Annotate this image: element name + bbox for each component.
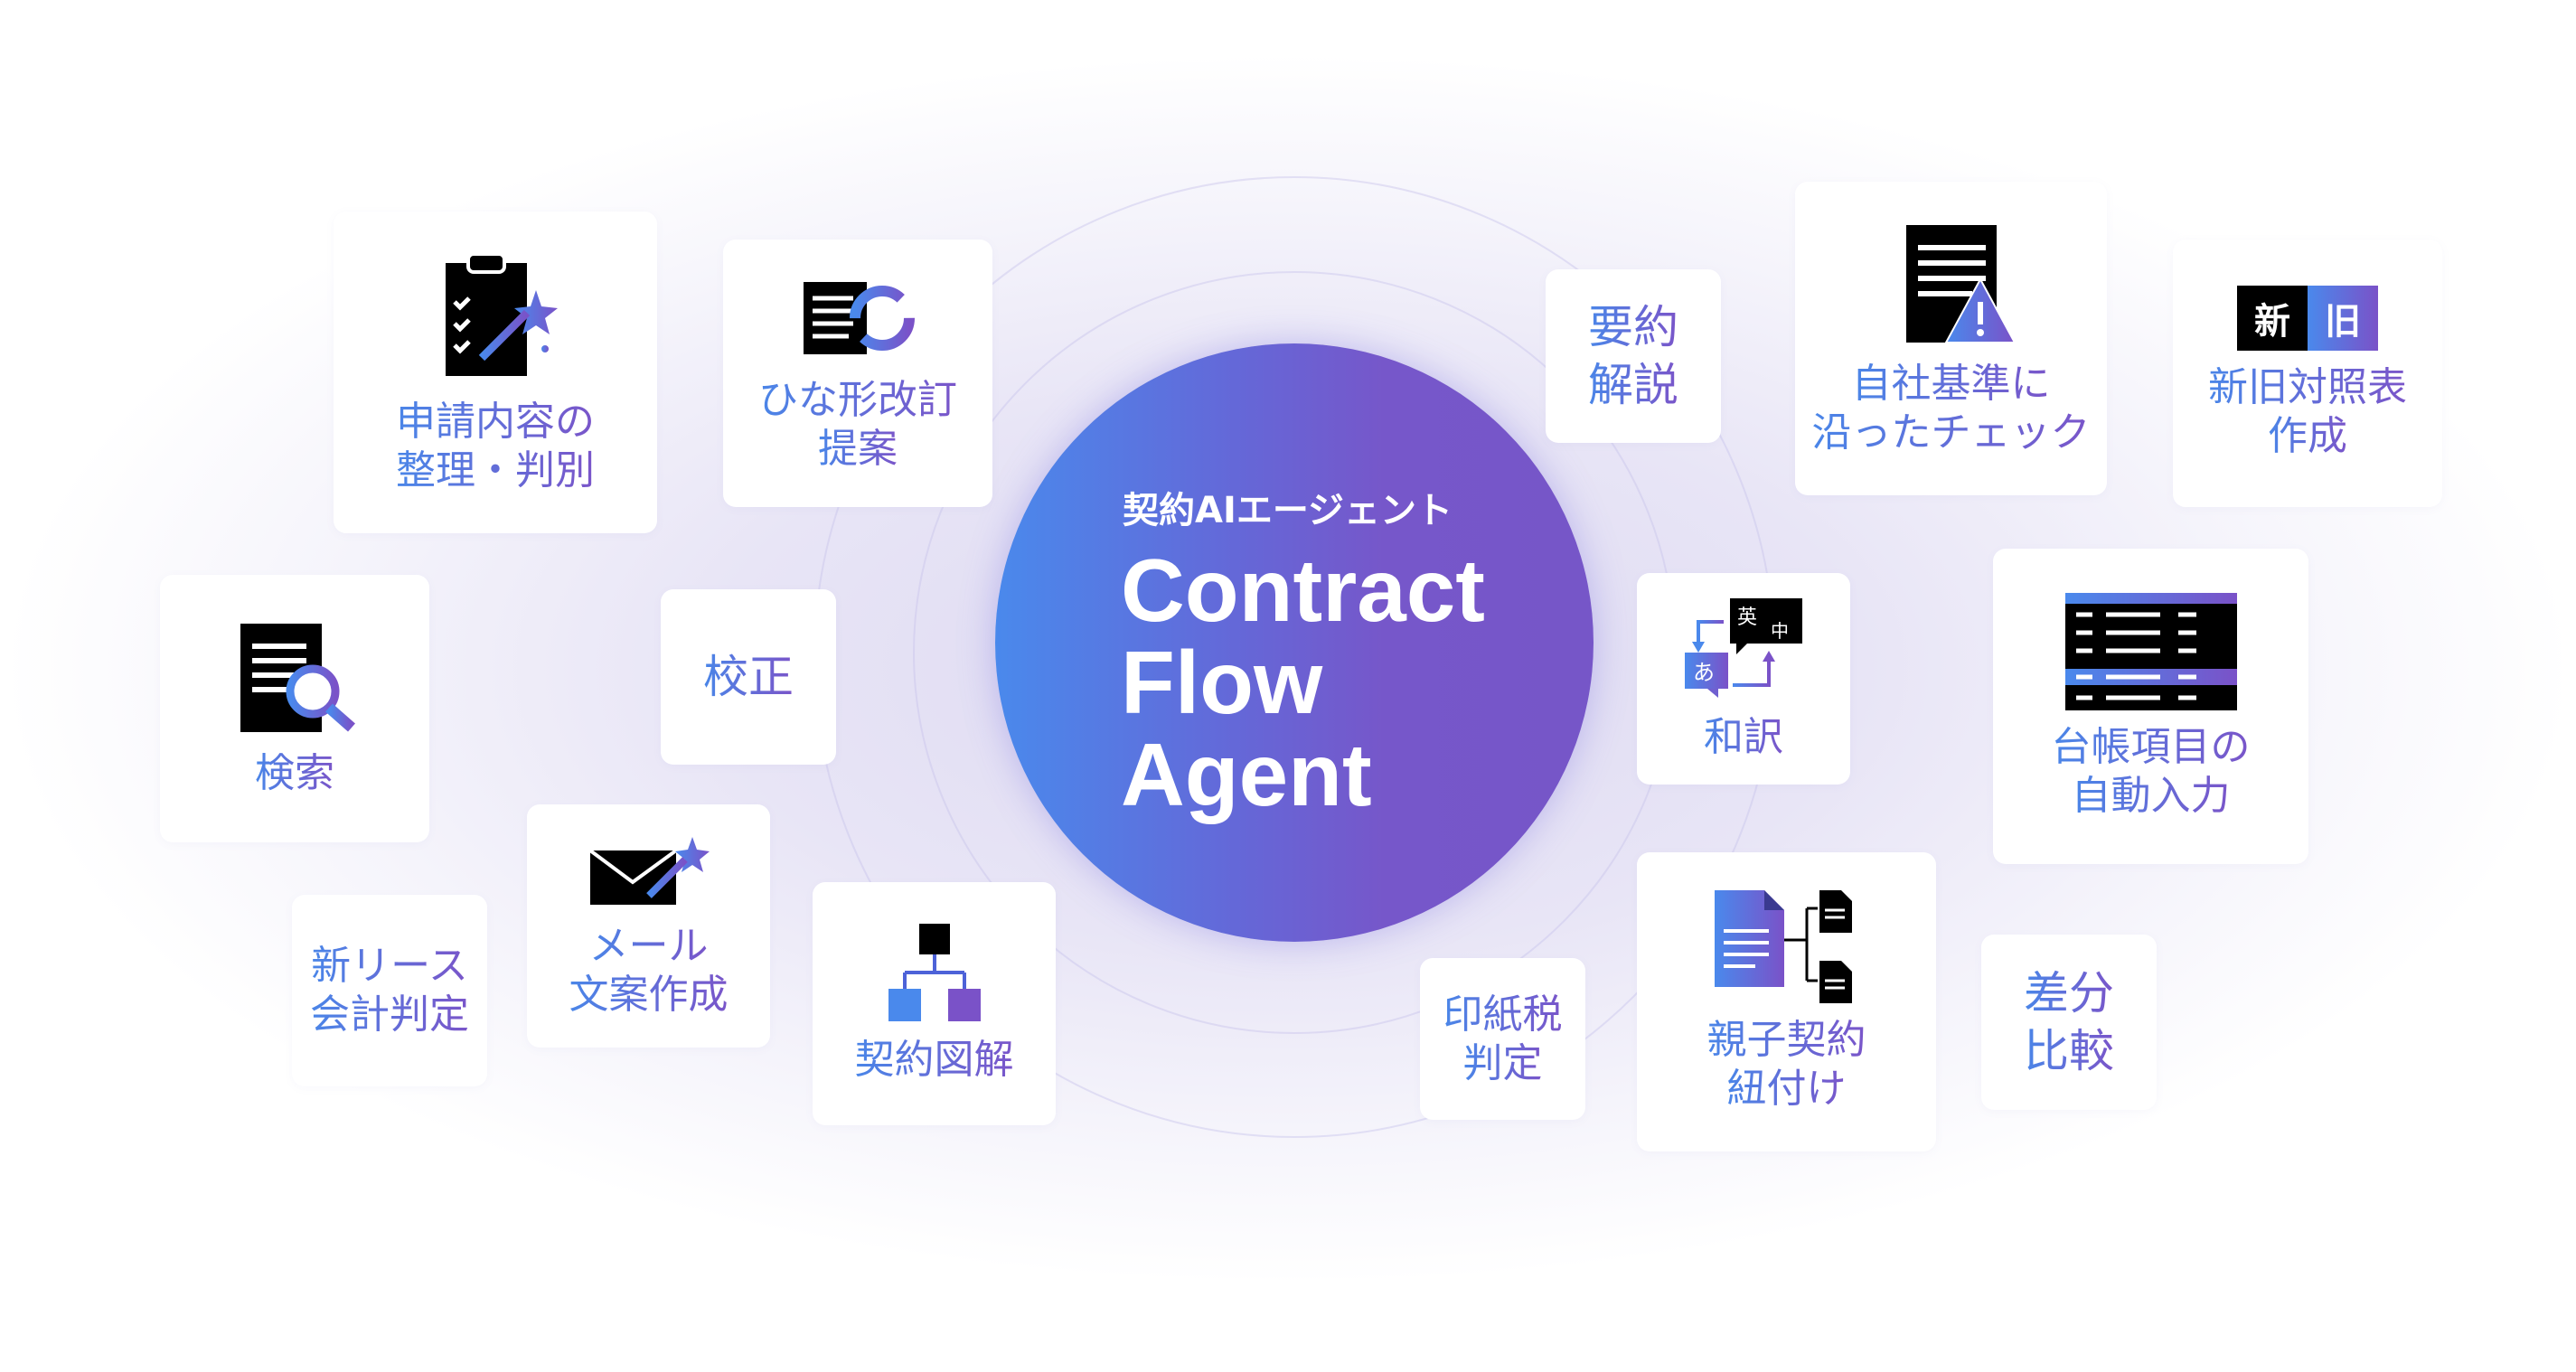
feature-label: 自動入力 [2071, 772, 2231, 819]
feature-label: 要約 [1588, 298, 1678, 356]
new-label: 新 [2237, 286, 2308, 351]
document-search-icon [240, 624, 355, 732]
translate-icon: 英中あ [1685, 597, 1802, 698]
feature-label: 整理・判別 [396, 447, 595, 493]
feature-card-email-draft[interactable]: メール 文案作成 [527, 804, 770, 1048]
ledger-table-icon [2064, 592, 2237, 710]
hub-title-line: Agent [1121, 725, 1372, 824]
feature-label: 比較 [2024, 1022, 2114, 1080]
hub-title-line: Flow [1121, 633, 1323, 732]
feature-card-stamp-duty[interactable]: 印紙税 判定 [1420, 958, 1585, 1120]
feature-label: 校正 [703, 648, 794, 706]
feature-label: 検索 [255, 750, 334, 796]
japanese-glyph: あ [1693, 660, 1715, 685]
feature-card-parent-child-linking[interactable]: 親子契約 紐付け [1637, 852, 1936, 1151]
feature-label: ひな形改訂 [758, 377, 957, 423]
feature-label: 台帳項目の [2051, 723, 2251, 770]
feature-label: 沿ったチェック [1811, 409, 2091, 456]
feature-card-comparison-table[interactable]: 新 旧 新旧対照表 作成 [2173, 240, 2442, 507]
feature-card-lease-accounting[interactable]: 新リース 会計判定 [292, 895, 487, 1086]
document-refresh-icon [804, 282, 915, 354]
english-glyph: 英 [1737, 606, 1757, 629]
hierarchy-icon [888, 923, 981, 1021]
new-old-icon: 新 旧 [2237, 286, 2378, 351]
feature-card-template-revision[interactable]: ひな形改訂 提案 [723, 240, 992, 507]
feature-label: 新旧対照表 [2208, 364, 2407, 410]
feature-card-proofreading[interactable]: 校正 [661, 589, 836, 765]
center-hub: 契約AIエージェント Contract Flow Agent [995, 343, 1594, 942]
feature-card-diff-compare[interactable]: 差分 比較 [1981, 935, 2157, 1110]
feature-label: 作成 [2268, 413, 2347, 459]
feature-card-contract-diagram[interactable]: 契約図解 [813, 882, 1056, 1125]
feature-card-translation[interactable]: 英中あ 和訳 [1637, 573, 1850, 785]
feature-label: 印紙税 [1443, 991, 1563, 1038]
chinese-glyph: 中 [1771, 620, 1789, 642]
feature-label: 契約図解 [854, 1036, 1014, 1083]
feature-card-summary[interactable]: 要約 解説 [1546, 269, 1721, 443]
feature-label: 文案作成 [569, 972, 729, 1018]
feature-label: 会計判定 [310, 991, 469, 1038]
feature-card-application-sorting[interactable]: 申請内容の 整理・判別 [334, 211, 657, 533]
feature-label: 親子契約 [1706, 1017, 1866, 1063]
hub-title-line: Contract [1121, 540, 1485, 640]
feature-label: 紐付け [1726, 1066, 1847, 1112]
feature-label: 提案 [818, 426, 898, 472]
feature-label: 新リース [311, 943, 468, 989]
feature-label: 自社基準に [1851, 360, 2051, 407]
feature-card-ledger-autofill[interactable]: 台帳項目の 自動入力 [1993, 549, 2308, 864]
feature-label: 申請内容の [396, 399, 595, 445]
old-label: 旧 [2308, 286, 2378, 351]
feature-label: メール [588, 923, 709, 969]
clipboard-magic-icon [446, 252, 558, 376]
feature-label: 解説 [1588, 356, 1678, 414]
hub-subtitle: 契約AIエージェント [1123, 490, 1453, 531]
feature-label: 和訳 [1704, 713, 1783, 760]
mail-magic-icon [588, 837, 710, 905]
document-warning-icon [1905, 224, 2017, 343]
feature-card-search[interactable]: 検索 [160, 575, 429, 842]
hub-title: Contract Flow Agent [1121, 544, 1485, 821]
linked-documents-icon [1714, 890, 1852, 1003]
feature-label: 判定 [1462, 1039, 1543, 1086]
feature-card-policy-check[interactable]: 自社基準に 沿ったチェック [1795, 182, 2107, 495]
feature-label: 差分 [2024, 964, 2114, 1022]
